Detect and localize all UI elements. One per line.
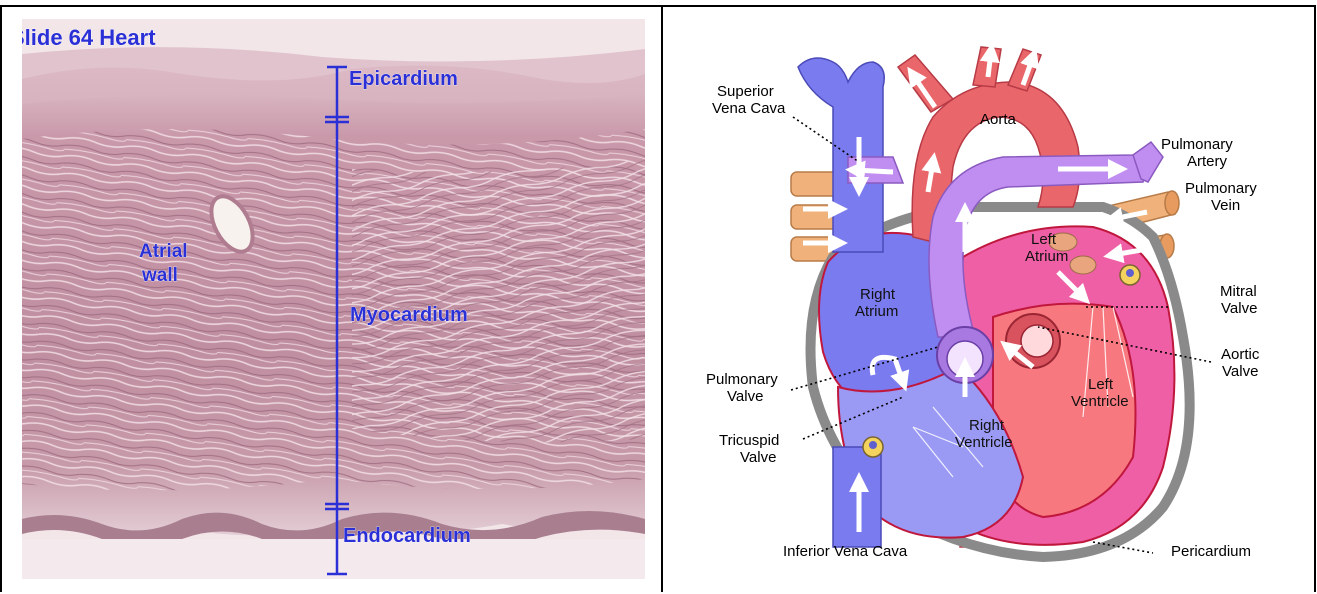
label-tricuspid-valve-1: Tricuspid bbox=[719, 432, 779, 449]
label-endocardium: Endocardium bbox=[343, 525, 471, 547]
aortic-valve-graphic bbox=[1006, 314, 1060, 368]
label-tricuspid-valve-2: Valve bbox=[740, 449, 776, 466]
label-mitral-valve-1: Mitral bbox=[1220, 283, 1257, 300]
label-left-ventricle-1: Left bbox=[1088, 376, 1114, 393]
label-mitral-valve-2: Valve bbox=[1221, 300, 1257, 317]
label-pulmonary-valve-2: Valve bbox=[727, 388, 763, 405]
label-right-atrium-2: Atrium bbox=[855, 303, 898, 320]
label-superior-vena-cava-1: Superior bbox=[717, 83, 774, 100]
histology-panel: Slide 64 Heart Epicardium Atrial wall My… bbox=[0, 5, 663, 592]
label-myocardium: Myocardium bbox=[350, 304, 468, 326]
label-superior-vena-cava-2: Vena Cava bbox=[712, 100, 786, 117]
label-inferior-vena-cava: Inferior Vena Cava bbox=[783, 543, 908, 560]
label-aortic-valve-2: Valve bbox=[1222, 363, 1258, 380]
label-aortic-valve-1: Aortic bbox=[1221, 346, 1260, 363]
label-pulmonary-artery-2: Artery bbox=[1187, 153, 1228, 170]
label-pericardium: Pericardium bbox=[1171, 543, 1251, 560]
label-pulmonary-valve-1: Pulmonary bbox=[706, 371, 778, 388]
sinoatrial-node bbox=[1120, 265, 1140, 285]
label-left-atrium-2: Atrium bbox=[1025, 248, 1068, 265]
slide-title: Slide 64 Heart bbox=[22, 25, 156, 50]
label-pulmonary-vein-1: Pulmonary bbox=[1185, 180, 1257, 197]
label-left-ventricle-2: Ventricle bbox=[1071, 393, 1129, 410]
label-atrial-wall-line1: Atrial bbox=[139, 241, 188, 262]
heart-diagram-panel: Superior Vena Cava Aorta Pulmonary Arter… bbox=[663, 5, 1316, 592]
label-right-atrium-1: Right bbox=[860, 286, 896, 303]
label-pulmonary-artery-1: Pulmonary bbox=[1161, 136, 1233, 153]
label-right-ventricle-2: Ventricle bbox=[955, 434, 1013, 451]
label-right-ventricle-1: Right bbox=[969, 417, 1005, 434]
heart-anatomy-diagram: Superior Vena Cava Aorta Pulmonary Arter… bbox=[663, 7, 1316, 594]
atrioventricular-node bbox=[863, 437, 883, 457]
label-pulmonary-vein-2: Vein bbox=[1211, 197, 1240, 214]
label-left-atrium-1: Left bbox=[1031, 231, 1057, 248]
label-atrial-wall-line2: wall bbox=[141, 265, 178, 286]
label-aorta: Aorta bbox=[980, 111, 1017, 128]
label-epicardium: Epicardium bbox=[349, 68, 458, 90]
histology-micrograph: Slide 64 Heart Epicardium Atrial wall My… bbox=[22, 19, 645, 579]
